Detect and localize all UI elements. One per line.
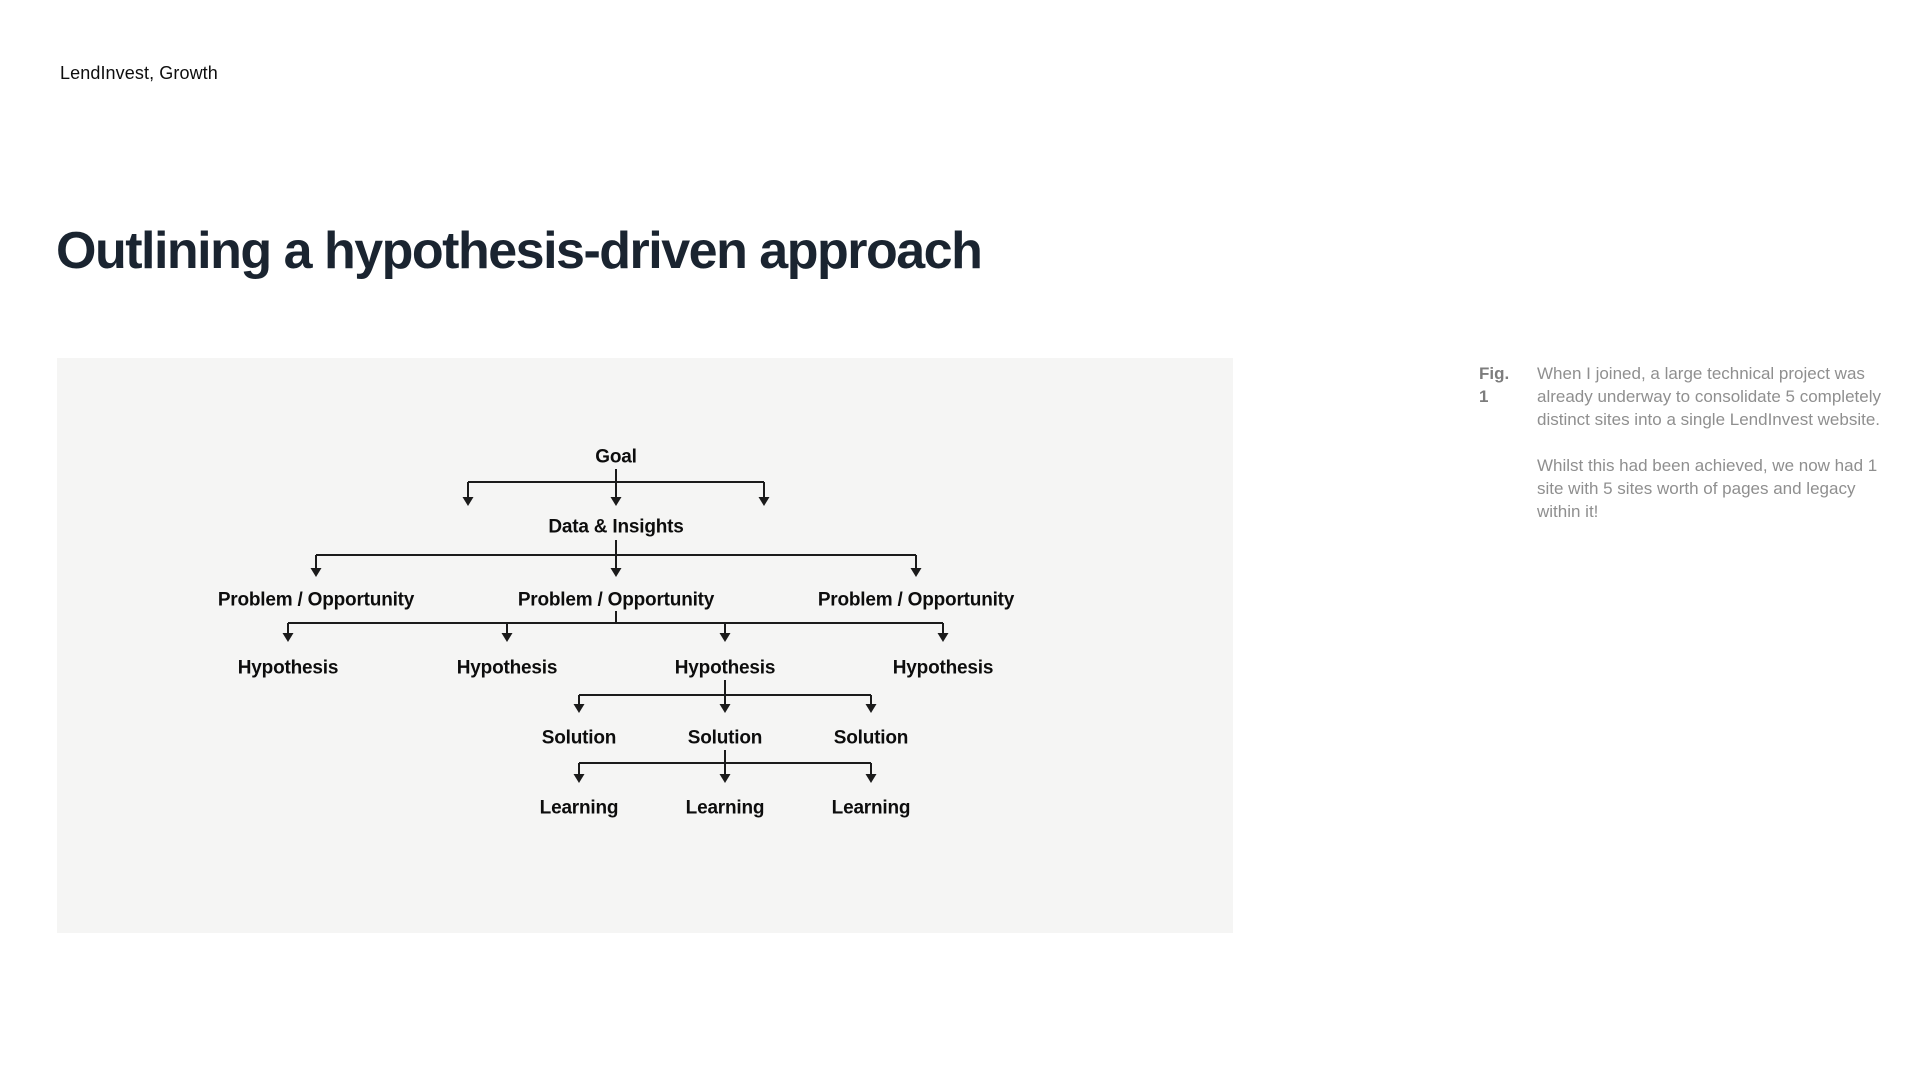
node-solution-1: Solution [542,728,616,749]
down-arrow-icon [310,568,322,577]
connector-data-insights [310,540,922,577]
down-arrow-icon [573,704,585,713]
caption-paragraph-2: Whilst this had been achieved, we now ha… [1537,456,1878,521]
down-arrow-icon [719,704,731,713]
down-arrow-icon [719,774,731,783]
node-hypothesis-3: Hypothesis [675,658,775,679]
down-arrow-icon [758,497,770,506]
down-arrow-icon [282,633,294,642]
figure-caption: Fig. 1 When I joined, a large technical … [1479,362,1889,523]
node-problem-opportunity-2: Problem / Opportunity [518,590,715,611]
node-hypothesis-1: Hypothesis [238,658,338,679]
node-solution-2: Solution [688,728,762,749]
down-arrow-icon [865,704,877,713]
connector-problem-opportunity [282,611,949,642]
figure-panel: Goal Data & Insights Problem / Opportuni… [57,358,1233,933]
caption-paragraph-1: When I joined, a large technical project… [1537,364,1881,429]
node-learning-1: Learning [540,798,619,819]
node-hypothesis-4: Hypothesis [893,658,993,679]
connector-solution [573,750,877,783]
node-hypothesis-2: Hypothesis [457,658,557,679]
down-arrow-icon [610,568,622,577]
connector-goal [462,469,770,506]
brand-label: LendInvest, Growth [60,63,218,83]
node-learning-3: Learning [832,798,911,819]
node-problem-opportunity-3: Problem / Opportunity [818,590,1015,611]
node-data-insights: Data & Insights [548,517,683,538]
down-arrow-icon [937,633,949,642]
node-problem-opportunity-1: Problem / Opportunity [218,590,415,611]
connector-hypothesis [573,680,877,713]
node-goal: Goal [595,447,636,468]
down-arrow-icon [501,633,513,642]
page-title: Outlining a hypothesis-driven approach [56,222,983,280]
down-arrow-icon [573,774,585,783]
down-arrow-icon [462,497,474,506]
figure-number-label: Fig. 1 [1479,364,1510,406]
hypothesis-tree-diagram: Goal Data & Insights Problem / Opportuni… [218,447,1015,819]
node-solution-3: Solution [834,728,908,749]
down-arrow-icon [719,633,731,642]
down-arrow-icon [865,774,877,783]
node-learning-2: Learning [686,798,765,819]
down-arrow-icon [910,568,922,577]
figure-caption-text: When I joined, a large technical project… [1537,362,1889,523]
down-arrow-icon [610,497,622,506]
